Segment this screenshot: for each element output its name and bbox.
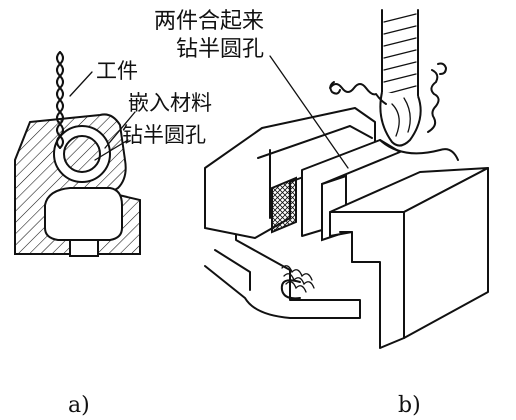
figure-a: 工件 嵌入材料 钻半圆孔 a) <box>14 51 212 418</box>
label-b-line2: 钻半圆孔 <box>176 37 264 62</box>
caption-a: a) <box>68 393 90 418</box>
chip-right-curl <box>437 62 447 75</box>
clamp-left-top-edge <box>257 125 373 159</box>
workpiece-cavity <box>44 187 123 241</box>
right-jaw-side <box>329 211 405 349</box>
chip-left <box>329 83 387 105</box>
workpiece-slot <box>69 239 99 257</box>
screw-thread <box>281 265 315 293</box>
label-workpiece: 工件 <box>96 59 138 83</box>
leader-workpiece <box>69 71 93 97</box>
caption-b: b) <box>398 393 421 418</box>
leader-half-hole <box>94 139 129 161</box>
chip-right <box>427 69 440 133</box>
drill-shank <box>381 9 419 97</box>
drill-flutes <box>383 13 417 95</box>
base-slot <box>280 279 301 300</box>
leader-b <box>269 55 349 169</box>
base-plate <box>204 227 361 319</box>
chip-left-curl <box>329 81 341 95</box>
label-insert: 嵌入材料 <box>128 91 212 115</box>
right-jaw-step <box>339 231 353 263</box>
base-plate-inner <box>214 249 251 291</box>
figure-b: 两件合起来 钻半圆孔 b) <box>154 9 489 418</box>
drill-bit-a-twist <box>56 51 64 149</box>
drill-tip-flute <box>391 97 411 137</box>
insert-block <box>271 176 297 234</box>
leader-insert <box>104 111 136 149</box>
half-hole <box>63 135 101 173</box>
drill-tip <box>379 91 422 147</box>
label-b-line1: 两件合起来 <box>154 9 264 34</box>
label-half-hole: 钻半圆孔 <box>122 123 206 147</box>
hole-rim <box>379 139 459 161</box>
